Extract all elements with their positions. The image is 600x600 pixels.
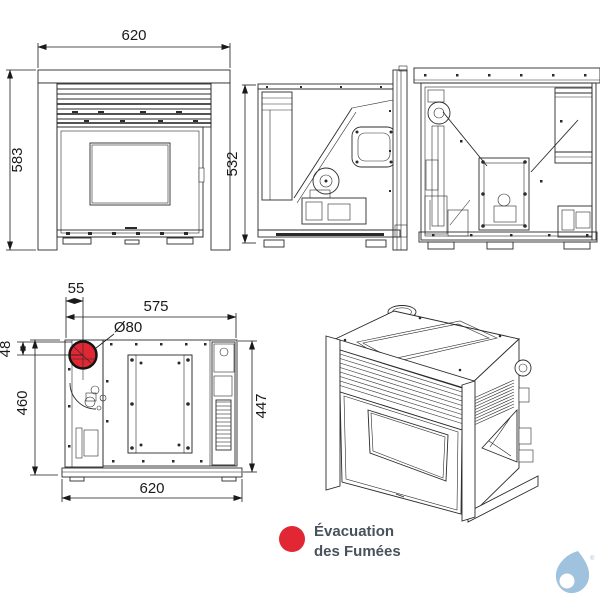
legend-line2: des Fumées <box>314 543 401 560</box>
water-drop-logo: ® <box>555 551 595 594</box>
top-access-panel <box>127 354 193 454</box>
side-view: 532 <box>224 65 408 251</box>
legend: Évacuation des Fumées <box>279 523 401 560</box>
foot <box>263 239 285 248</box>
dim-base-width: 620 <box>61 479 243 502</box>
flex-hose-coil <box>473 379 515 426</box>
dim-side-height: 532 <box>224 84 256 244</box>
dim-flue-offset-y: 48 <box>0 341 83 358</box>
dim-label-front-width: 620 <box>121 27 146 44</box>
dim-label-flue-offset-y: 48 <box>0 341 14 358</box>
smoke-evacuation-dot <box>279 526 305 552</box>
smoke-fan-housing <box>514 359 532 377</box>
dim-label-depth-right: 447 <box>253 393 270 418</box>
dim-flue-offset-x: 55 <box>65 280 85 340</box>
foot <box>62 237 92 245</box>
registered-mark: ® <box>590 555 595 562</box>
dim-front-width: 620 <box>37 27 231 68</box>
dim-depth-right: 447 <box>238 340 270 473</box>
smoke-outlet-marker <box>68 340 98 380</box>
rear-view <box>413 67 600 250</box>
foot <box>124 239 140 245</box>
dim-label-depth-left: 460 <box>14 390 31 415</box>
smoke-fan <box>427 101 451 125</box>
heat-exchanger-ribs <box>215 399 232 451</box>
foot <box>221 476 237 482</box>
door-latch <box>198 167 205 183</box>
foot <box>166 237 194 245</box>
dim-label-side-height: 532 <box>224 151 241 176</box>
dim-flue-diameter: Ø80 <box>95 319 142 349</box>
louver-slats <box>339 353 463 424</box>
auger-motor <box>312 167 340 195</box>
dim-label-flue-diameter: Ø80 <box>114 319 142 336</box>
iso-door-glass <box>367 409 449 482</box>
legend-line1: Évacuation <box>314 523 394 540</box>
dim-label-flue-offset-x: 55 <box>68 280 85 297</box>
top-view: 55 575 Ø80 48 460 <box>0 280 270 502</box>
dim-depth-left: 460 <box>14 339 60 476</box>
foot <box>563 241 591 250</box>
rear-access-plate <box>478 157 530 231</box>
front-view: 620 583 <box>6 27 231 251</box>
door-glass <box>89 142 171 206</box>
foot <box>486 241 514 250</box>
dim-label-base-width: 620 <box>139 480 164 497</box>
door-edge-profile <box>392 65 408 251</box>
dim-label-body-width: 575 <box>143 298 168 315</box>
foot <box>427 241 455 250</box>
dim-front-height: 583 <box>6 69 36 251</box>
foot <box>69 476 85 482</box>
dim-label-front-height: 583 <box>9 147 26 172</box>
foot <box>365 239 387 248</box>
isometric-view <box>325 305 539 523</box>
dim-body-width: 575 <box>65 298 237 338</box>
